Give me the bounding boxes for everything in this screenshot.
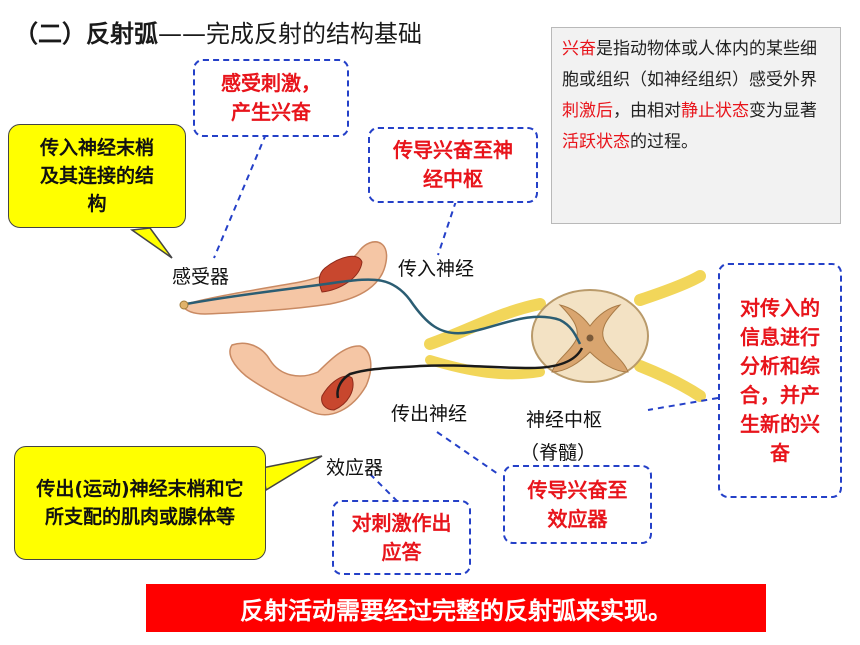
- title-main: （二）反射弧: [14, 20, 158, 48]
- page-title: （二）反射弧——完成反射的结构基础: [14, 14, 422, 49]
- label-effector: 效应器: [326, 457, 384, 479]
- term-excitation: 兴奋: [562, 39, 596, 59]
- afferent-nerve-path: [185, 278, 582, 345]
- center-role-text: 对传入的信息进行分析和综合，并产生新的兴奋: [740, 295, 820, 465]
- def-text-3: 变为显著: [749, 101, 817, 121]
- def-text-1: 是指动物体或人体内的某些细胞或组织（如神经组织）感受外界: [562, 39, 817, 90]
- efferent-nerve-path: [336, 347, 584, 399]
- right-ventral-root-shape: [634, 360, 706, 402]
- label-nerve-center: 神经中枢: [526, 409, 603, 431]
- afferent-role-text: 传导兴奋至神经中枢: [393, 138, 513, 191]
- afferent-role-callout: 传导兴奋至神经中枢: [368, 127, 538, 203]
- label-efferent-nerve: 传出神经: [391, 403, 468, 425]
- def-text-4: 的过程。: [630, 132, 698, 152]
- definition-box: 兴奋是指动物体或人体内的某些细胞或组织（如神经组织）感受外界刺激后，由相对静止状…: [551, 27, 841, 224]
- dorsal-root-shape: [424, 298, 546, 350]
- label-afferent-nerve: 传入神经: [398, 258, 475, 280]
- receptor-role-text: 感受刺激，产生兴奋: [221, 71, 321, 124]
- label-receptor: 感受器: [172, 266, 230, 288]
- connector-lines: [213, 133, 719, 503]
- right-root-shape: [634, 270, 706, 306]
- def-text-2: ，由相对: [613, 101, 681, 121]
- title-sub: 完成反射的结构基础: [206, 20, 422, 48]
- efferent-role-callout: 传导兴奋至效应器: [503, 465, 652, 544]
- effector-bubble-tail: [261, 455, 323, 492]
- sensory-ending-shape: [179, 300, 189, 310]
- ventral-root-shape: [425, 355, 545, 380]
- term-stimulus: 刺激后: [562, 101, 613, 121]
- term-rest: 静止状态: [681, 101, 749, 121]
- label-spinal-cord: （脊髓）: [520, 442, 597, 464]
- conclusion-banner: 反射活动需要经过完整的反射弧来实现。: [146, 584, 766, 632]
- title-dash: ——: [158, 20, 206, 48]
- central-canal-shape: [586, 334, 594, 342]
- effector-definition-bubble: 传出(运动)神经末梢和它所支配的肌肉或腺体等: [14, 446, 266, 560]
- effector-role-text: 对刺激作出应答: [351, 510, 452, 564]
- efferent-role-text: 传导兴奋至效应器: [527, 477, 628, 531]
- receptor-def-text: 传入神经末梢及其连接的结构: [39, 137, 154, 215]
- term-active: 活跃状态: [562, 132, 630, 152]
- effector-def-text: 传出(运动)神经末梢和它所支配的肌肉或腺体等: [36, 478, 244, 528]
- receptor-role-callout: 感受刺激，产生兴奋: [193, 59, 349, 137]
- center-role-callout: 对传入的信息进行分析和综合，并产生新的兴奋: [718, 263, 842, 498]
- receptor-bubble-tail: [129, 227, 173, 259]
- receptor-definition-bubble: 传入神经末梢及其连接的结构: [8, 124, 186, 228]
- effector-role-callout: 对刺激作出应答: [332, 500, 471, 575]
